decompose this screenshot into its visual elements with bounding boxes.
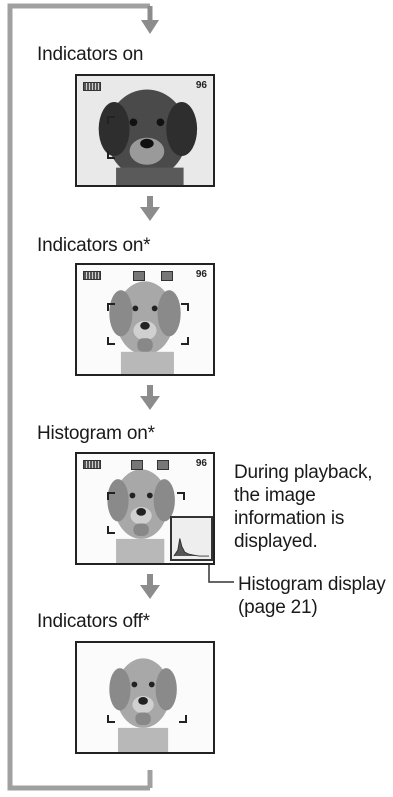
af-frame-corner <box>107 337 115 345</box>
mode-icon <box>131 460 143 470</box>
size-icon <box>161 271 173 281</box>
step-label-2: Indicators on* <box>37 235 151 256</box>
histogram-display <box>170 516 213 561</box>
af-frame-corner <box>107 492 115 500</box>
af-frame-corner <box>107 526 115 534</box>
af-frame-corner <box>181 337 189 345</box>
dog-photo-4 <box>75 641 215 754</box>
histogram-note-line-4: displayed. <box>234 531 318 552</box>
remaining-count: 96 <box>195 458 207 469</box>
histogram-note-line-1: During playback, <box>234 462 373 483</box>
dog-photo-1: 96 <box>75 74 215 187</box>
remaining-count: 96 <box>195 269 207 280</box>
battery-icon <box>83 460 101 469</box>
battery-icon <box>83 271 101 280</box>
callout-line <box>208 565 234 583</box>
dog-image <box>77 76 213 185</box>
down-arrow-icon <box>140 574 160 599</box>
af-frame-corner <box>179 715 187 723</box>
battery-icon <box>83 82 101 91</box>
af-frame-corner <box>107 151 115 159</box>
mode-icon <box>133 271 145 281</box>
dog-image <box>77 643 213 752</box>
dog-image <box>77 454 213 563</box>
remaining-count: 96 <box>195 80 207 91</box>
histogram-callout-line-2: (page 21) <box>238 597 318 618</box>
af-frame-corner <box>177 492 185 500</box>
af-frame-corner <box>107 116 115 124</box>
down-arrow-icon <box>140 196 160 221</box>
dog-photo-2: 96 <box>75 263 215 376</box>
histogram-note-line-2: the image <box>234 485 316 506</box>
af-frame-corner <box>107 303 115 311</box>
dog-image <box>77 265 213 374</box>
af-frame-corner <box>107 715 115 723</box>
histogram-callout-line-1: Histogram display <box>238 574 386 595</box>
down-arrow-icon <box>140 385 160 410</box>
histogram-note-line-3: information is <box>234 508 345 529</box>
dog-photo-3: 96 <box>75 452 215 565</box>
step-label-1: Indicators on <box>37 44 144 65</box>
step-label-4: Indicators off* <box>37 611 150 632</box>
size-icon <box>157 460 169 470</box>
step-label-3: Histogram on* <box>37 423 155 444</box>
af-frame-corner <box>181 303 189 311</box>
